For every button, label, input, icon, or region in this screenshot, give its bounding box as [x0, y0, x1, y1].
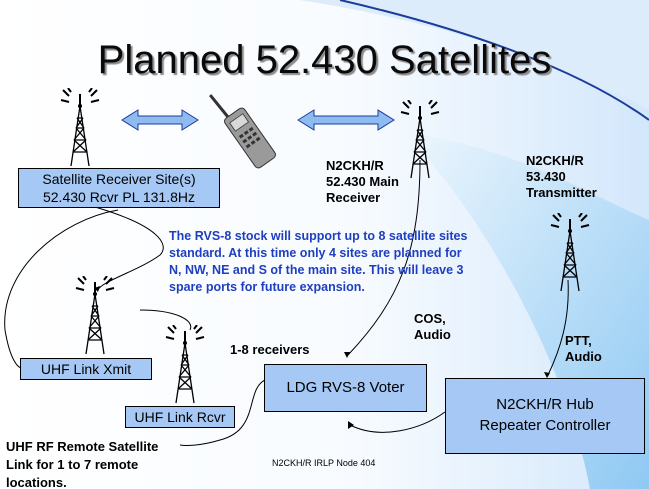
description-line-4: spare ports for future expansion.	[169, 280, 365, 294]
ptt-line: PTT,	[565, 333, 592, 348]
radio-tower-icon	[55, 88, 105, 167]
transmitter-line-2: 53.430	[526, 169, 566, 184]
uhf-link-rcvr-box: UHF Link Rcvr	[125, 406, 235, 428]
voter-label: LDG RVS-8 Voter	[286, 379, 405, 396]
uhf-rf-remote-label: UHF RF Remote Satellite Link for 1 to 7 …	[6, 438, 158, 489]
double-arrow-icon	[297, 109, 395, 131]
footer-node-label: N2CKH/R IRLP Node 404	[272, 458, 376, 468]
satellite-receiver-box: Satellite Receiver Site(s) 52.430 Rcvr P…	[18, 168, 220, 208]
transmitter-line-3: Transmitter	[526, 185, 597, 200]
description-line-1: The RVS-8 stock will support up to 8 sat…	[169, 229, 468, 243]
radio-tower-icon	[395, 100, 445, 180]
description-line-2: standard. At this time only 4 sites are …	[169, 246, 462, 260]
swoosh-line	[339, 0, 649, 121]
uhf-link-xmit-box: UHF Link Xmit	[20, 358, 152, 380]
page-title: Planned 52.430 Satellites	[97, 38, 552, 82]
main-receiver-line-3: Receiver	[326, 190, 381, 205]
transmitter-label: N2CKH/R 53.430 Transmitter	[526, 153, 597, 201]
hub-controller-box: N2CKH/R Hub Repeater Controller	[445, 378, 645, 454]
ptt-audio-label: PTT, Audio	[565, 333, 602, 365]
uhf-rf-line-2: Link for 1 to 7 remote	[6, 457, 139, 472]
satellite-receiver-line-1: Satellite Receiver Site(s)	[42, 171, 196, 187]
uhf-rf-line-1: UHF RF Remote Satellite	[6, 439, 159, 454]
receivers-count-label: 1-8 receivers	[230, 342, 310, 357]
main-receiver-label: N2CKH/R 52.430 Main Receiver	[326, 158, 399, 206]
uhf-rf-line-3: locations.	[6, 475, 67, 489]
handheld-radio-icon	[209, 94, 276, 169]
radio-tower-icon	[545, 213, 595, 292]
voter-box: LDG RVS-8 Voter	[264, 364, 427, 412]
main-receiver-line-2: 52.430 Main	[326, 174, 399, 189]
satellite-receiver-line-2: 52.430 Rcvr PL 131.8Hz	[42, 189, 195, 205]
main-receiver-line-1: N2CKH/R	[326, 158, 384, 173]
hub-line-1: N2CKH/R Hub	[496, 396, 594, 413]
uhf-link-xmit-label: UHF Link Xmit	[40, 361, 132, 377]
cos-audio-label: COS, Audio	[414, 311, 451, 343]
cos-audio-line: Audio	[414, 327, 451, 342]
double-arrow-icon	[121, 109, 199, 131]
transmitter-line-1: N2CKH/R	[526, 153, 584, 168]
cos-line: COS,	[414, 311, 446, 326]
hub-line-2: Repeater Controller	[479, 417, 611, 434]
ptt-audio-line: Audio	[565, 349, 602, 364]
description-line-3: N, NW, NE and S of the main site. This w…	[169, 263, 464, 277]
radio-tower-icon	[70, 276, 120, 355]
radio-tower-icon	[160, 325, 210, 404]
swoosh	[300, 0, 649, 110]
description-text: The RVS-8 stock will support up to 8 sat…	[169, 228, 529, 296]
uhf-link-rcvr-label: UHF Link Rcvr	[134, 409, 226, 425]
